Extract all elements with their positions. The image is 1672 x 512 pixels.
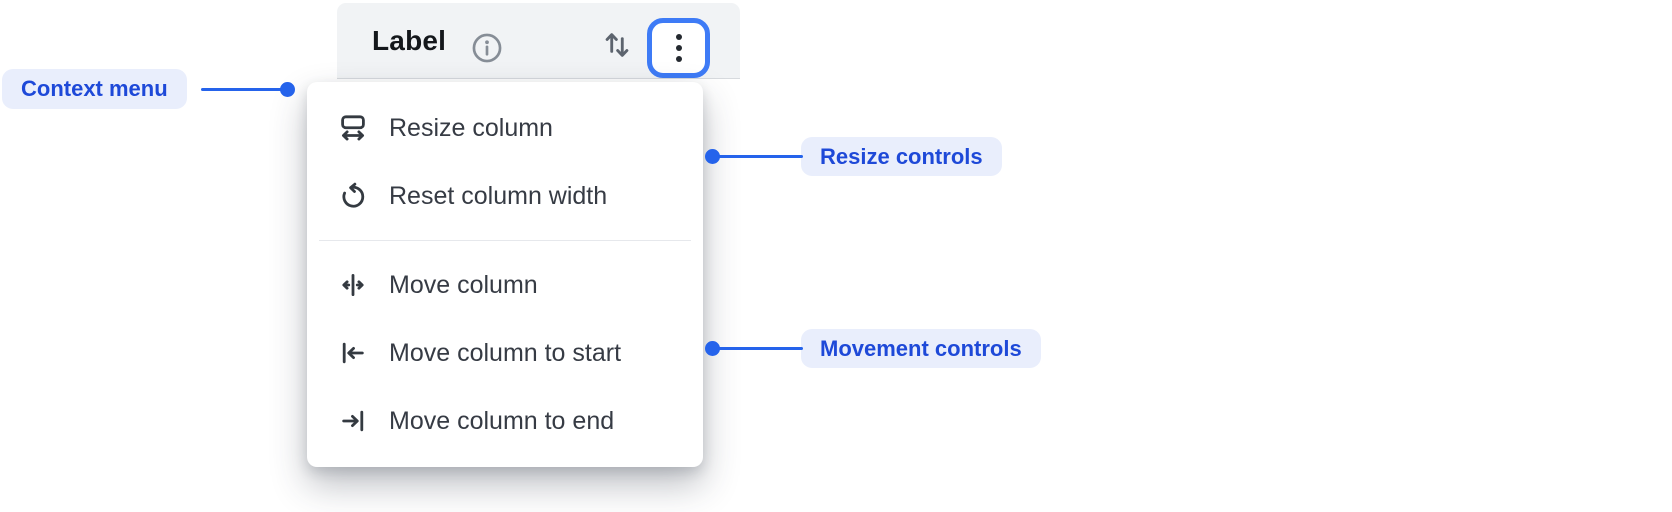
annotation-connector-dot	[705, 341, 720, 356]
annotation-connector-dot	[705, 149, 720, 164]
menu-item-move-column[interactable]: Move column	[307, 251, 703, 319]
context-menu: Resize column Reset column width Move co…	[307, 82, 703, 467]
annotation-context-menu: Context menu	[2, 69, 187, 109]
info-icon[interactable]	[469, 30, 505, 66]
reset-width-icon	[337, 180, 369, 212]
annotation-connector-line	[715, 347, 803, 350]
menu-item-move-column-to-end[interactable]: Move column to end	[307, 387, 703, 455]
kebab-menu-icon	[675, 34, 682, 40]
annotation-connector-line	[715, 155, 803, 158]
move-column-icon	[337, 269, 369, 301]
column-title: Label	[372, 24, 447, 56]
move-to-end-icon	[337, 405, 369, 437]
annotation-resize-controls: Resize controls	[801, 137, 1002, 176]
column-header: Label	[337, 3, 740, 79]
sort-icon[interactable]	[598, 26, 636, 64]
menu-item-move-column-to-start[interactable]: Move column to start	[307, 319, 703, 387]
annotation-movement-controls: Movement controls	[801, 329, 1041, 368]
annotation-connector-dot	[280, 82, 295, 97]
move-to-start-icon	[337, 337, 369, 369]
annotation-connector-line	[201, 88, 283, 91]
column-menu-button[interactable]	[647, 18, 710, 78]
menu-divider	[319, 240, 691, 241]
menu-item-reset-column-width[interactable]: Reset column width	[307, 162, 703, 230]
menu-item-resize-column[interactable]: Resize column	[307, 94, 703, 162]
resize-columns-icon	[337, 112, 369, 144]
